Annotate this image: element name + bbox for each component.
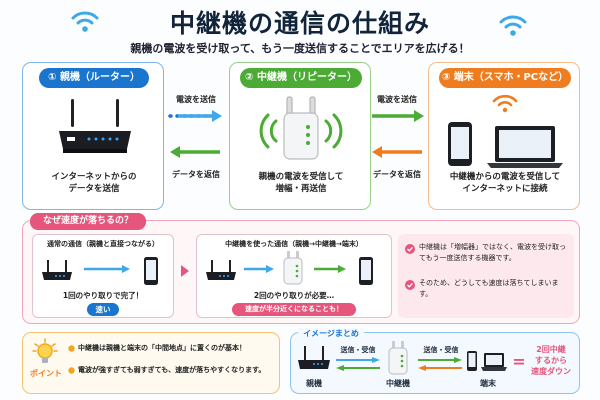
relay-router-icon (206, 260, 236, 280)
summary-phone-icon (467, 351, 477, 371)
send-label-2: 電波を送信 (377, 95, 417, 104)
note-check-icon-1 (405, 244, 415, 254)
return-label-2: データを返信 (373, 170, 421, 179)
relay-phone-icon (359, 257, 373, 285)
summary-result-line-3: 速度ダウン (531, 367, 571, 376)
return-arrow-2 (372, 146, 422, 158)
relay-badge: 速度が半分近くになることも！ (232, 303, 356, 316)
note-text-2: そのため、どうしても速度は落ちてしまいます。 (419, 279, 559, 298)
router-card-label: ① 親機（ルーター） (39, 68, 149, 88)
wifi-left-icon (71, 11, 99, 32)
repeater-icon (259, 96, 343, 160)
relay-arrow-1 (244, 265, 274, 273)
summary-right-arrows (418, 357, 462, 371)
router-caption: インターネットからの データを送信 (23, 171, 165, 195)
repeater-card-label: ② 中継機（リピーター） (240, 68, 362, 88)
router-card: ① 親機（ルーター） インターネットからの データを送信 (22, 62, 164, 210)
normal-router-icon (42, 260, 72, 280)
summary-repeater-icon (388, 341, 408, 375)
compare-chevron-icon (181, 265, 189, 277)
repeater-card: ② 中継機（リピーター） 親機の電波を受信して 増幅・再送信 (229, 62, 371, 210)
notes-box (398, 234, 574, 318)
router-icon (59, 99, 131, 153)
normal-caption: 1回のやり取りで完了！ (62, 291, 144, 300)
device-caption-text: 中継機からの電波を受信して インターネットに接続 (449, 172, 561, 194)
normal-arrow (84, 265, 130, 273)
send-arrow-2 (372, 110, 424, 122)
send-label-1: 電波を送信 (176, 95, 216, 104)
repeater-caption: 親機の電波を受信して 増幅・再送信 (230, 171, 372, 195)
smartphone-icon (448, 122, 472, 166)
relay-repeater-icon (283, 251, 303, 285)
point-label: ポイント (30, 369, 62, 378)
return-label-1: データを返信 (172, 170, 220, 179)
repeater-caption-text: 親機の電波を受信して 増幅・再送信 (258, 172, 344, 194)
summary-result: 2回中継 するから 速度ダウン (524, 344, 578, 377)
summary-heading: イメージまとめ (298, 328, 364, 340)
router-caption-text: インターネットからの データを送信 (51, 172, 137, 194)
point-item-1: 中継機は親機と端末の「中間地点」に置くのが基本！ (78, 344, 246, 352)
lightbulb-icon (32, 338, 58, 363)
point-bullet-icon-1 (68, 345, 75, 352)
point-item-2: 電波が強すぎても弱すぎても、速度が落ちやすくなります。 (78, 366, 266, 374)
relay-caption: 2回のやり取りが必要… (253, 291, 335, 300)
summary-equals: = (512, 352, 526, 371)
normal-badge: 速い (87, 303, 119, 316)
summary-left-label: 送信・受信 (340, 346, 376, 354)
point-panel (22, 332, 280, 394)
why-heading: なぜ速度が落ちるの？ (30, 213, 146, 230)
summary-left-arrows (336, 357, 380, 371)
page-title: 中継機の通信の仕組み (169, 9, 430, 38)
page-subtitle: 親機の電波を受け取って、もう一度送信することでエリアを広げる！ (130, 42, 470, 55)
summary-right-label: 送信・受信 (423, 346, 459, 354)
summary-result-line-1: 2回中継 (536, 345, 566, 354)
summary-router-label: 親機 (306, 379, 322, 388)
summary-laptop-icon (481, 353, 507, 371)
device-caption: 中継機からの電波を受信して インターネットに接続 (429, 171, 581, 195)
note-check-icon-2 (405, 280, 415, 290)
device-card: ③ 端末（スマホ・PCなど） 中継機からの電波を受信して インターネットに接続 (428, 62, 580, 210)
send-arrow-1 (168, 110, 222, 122)
normal-phone-icon (144, 257, 158, 285)
wifi-right-icon (499, 15, 527, 36)
summary-device-label: 端末 (480, 379, 496, 388)
laptop-icon (487, 126, 563, 168)
normal-title: 通常の通信（親機と直接つながる） (47, 240, 159, 248)
summary-panel (290, 332, 580, 394)
point-bullet-icon-2 (68, 367, 75, 374)
summary-repeater-label: 中継機 (386, 379, 410, 388)
device-card-label: ③ 端末（スマホ・PCなど） (439, 68, 571, 88)
relay-title: 中継機を使った通信（親機→中継機→端末） (225, 240, 363, 248)
summary-router-icon (298, 346, 330, 369)
return-arrow-1 (170, 146, 220, 158)
device-wifi-icon (492, 94, 518, 113)
summary-result-line-2: するから (535, 356, 567, 365)
note-text-1: 中継機は「増幅器」ではなく、電波を受け取ってもう一度送信する機器です。 (419, 243, 566, 262)
relay-arrow-2 (314, 265, 346, 273)
